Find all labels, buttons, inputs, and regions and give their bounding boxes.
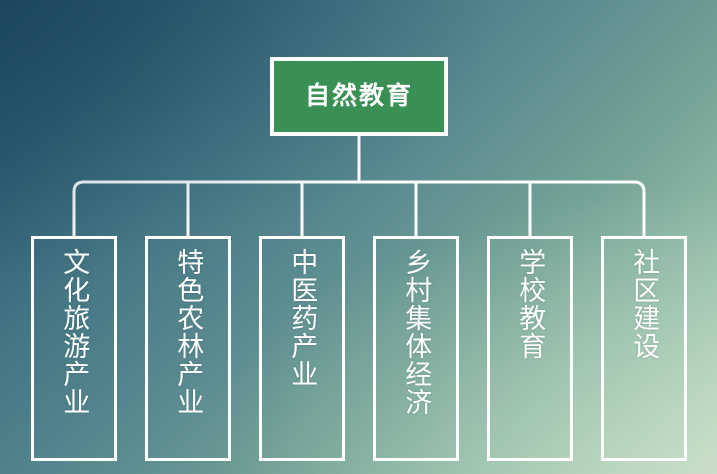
root-node[interactable]: 自然教育 [270,57,448,136]
child-node-2[interactable]: 特色农林产业 [145,236,231,461]
child-node-label: 社区建设 [629,248,660,360]
child-node-5[interactable]: 学校教育 [487,236,573,461]
child-node-label: 中医药产业 [287,248,318,388]
child-node-3[interactable]: 中医药产业 [259,236,345,461]
root-node-label: 自然教育 [304,82,413,110]
child-node-4[interactable]: 乡村集体经济 [373,236,459,461]
connector-bus [72,180,646,236]
child-node-6[interactable]: 社区建设 [601,236,687,461]
child-node-label: 乡村集体经济 [401,248,432,416]
child-node-label: 文化旅游产业 [59,248,90,416]
child-node-label: 学校教育 [515,248,546,360]
child-node-1[interactable]: 文化旅游产业 [31,236,117,461]
child-node-label: 特色农林产业 [173,248,204,416]
